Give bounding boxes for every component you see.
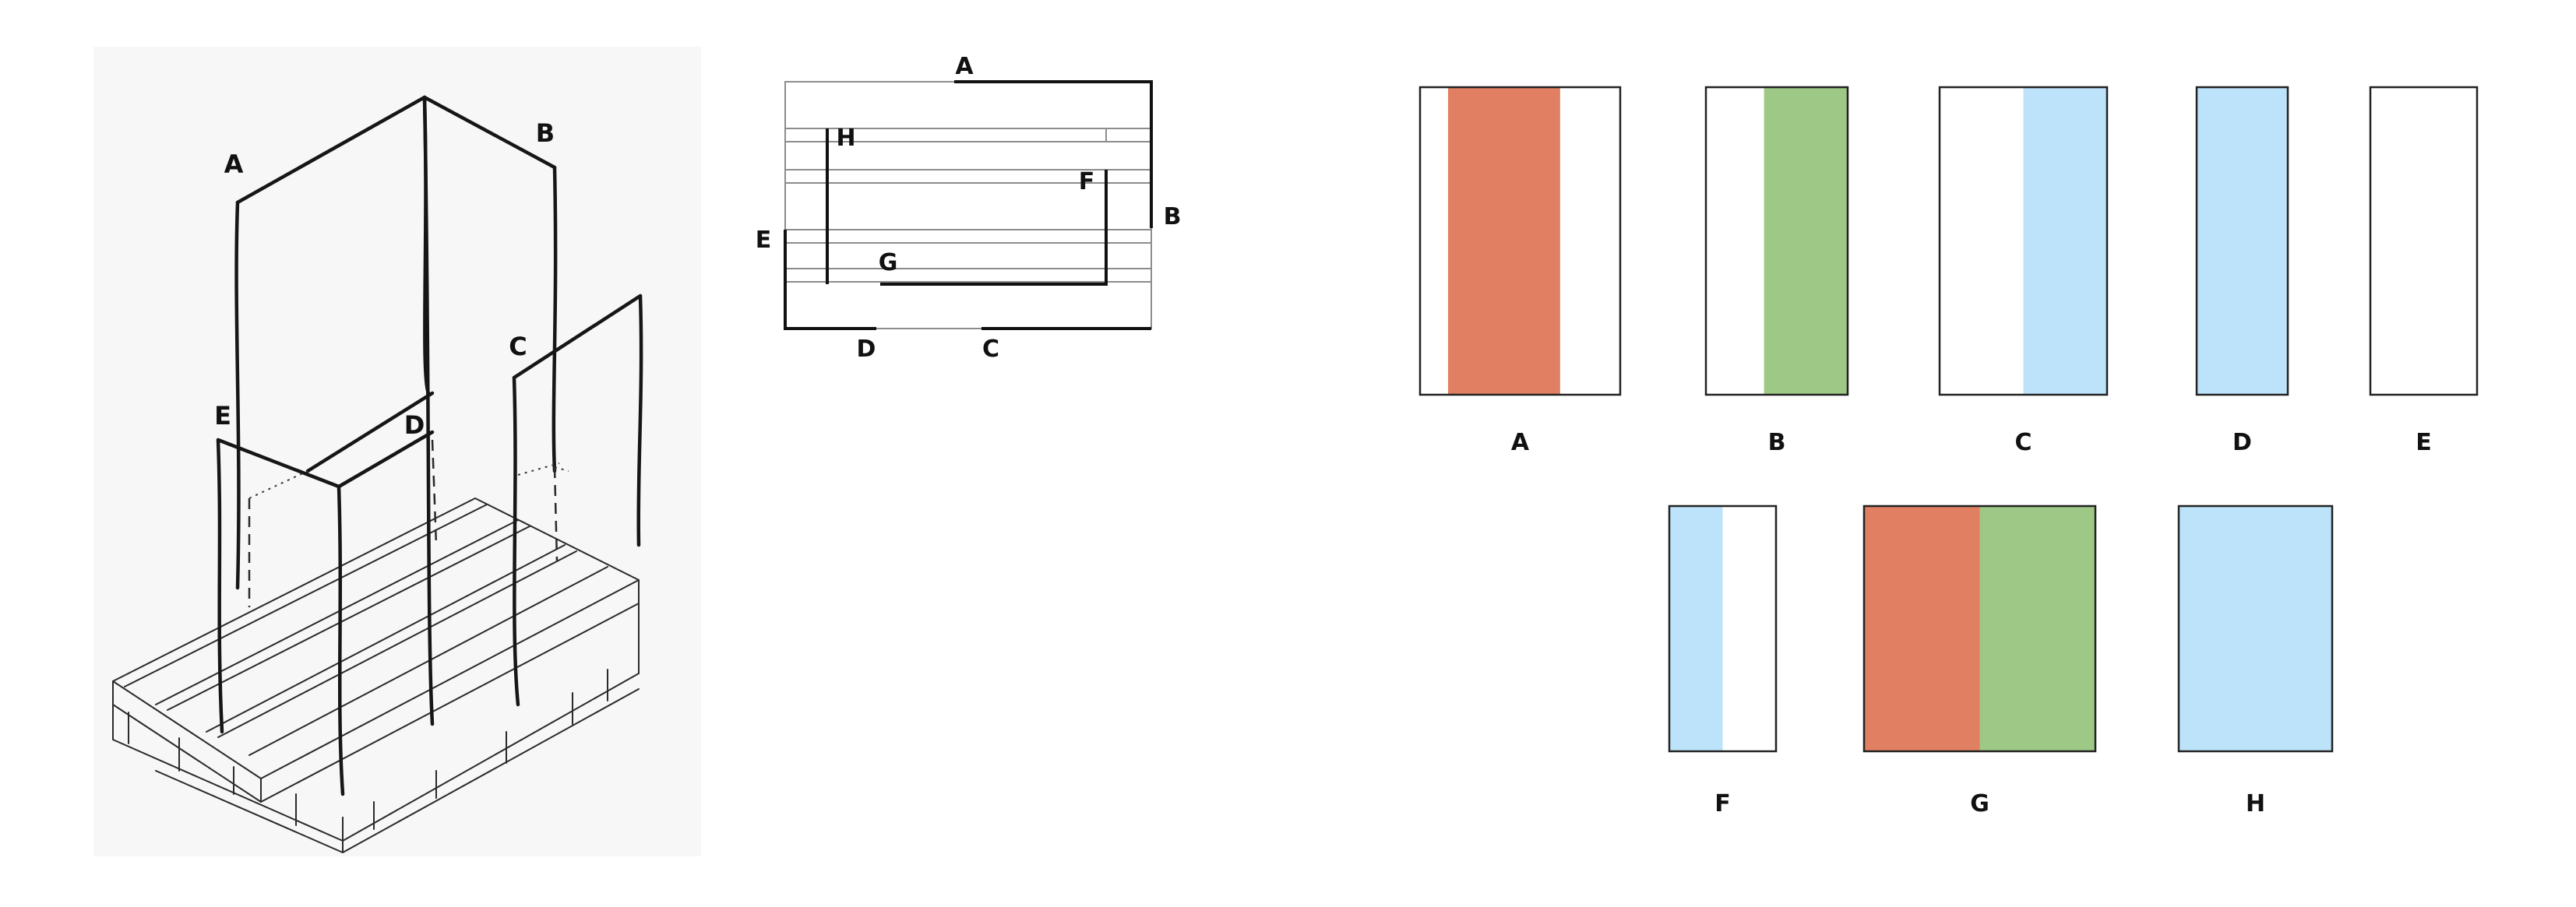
panel-f-frame <box>1668 504 1778 753</box>
plan-label-b: B <box>1164 203 1182 230</box>
panel-e: E <box>2369 86 2479 456</box>
plan-label-h: H <box>836 125 855 152</box>
panel-e-band-1 <box>2370 87 2477 395</box>
panel-f-label: F <box>1714 790 1731 817</box>
panel-d-label: D <box>2232 429 2252 456</box>
panel-b-band-2 <box>1764 87 1848 395</box>
sketch-label-a: A <box>224 149 244 179</box>
plan-label-d: D <box>857 336 876 363</box>
panel-c-frame <box>1938 86 2109 396</box>
panel-g: G <box>1862 504 2097 817</box>
panel-a-band-2 <box>1447 87 1560 395</box>
panel-g-frame <box>1862 504 2097 753</box>
plan-label-f: F <box>1079 168 1095 195</box>
panel-c: C <box>1938 86 2109 456</box>
pallet-drawing <box>112 497 640 853</box>
panel-c-band-1 <box>1940 87 2024 395</box>
sketch-label-d: D <box>404 410 425 440</box>
panel-h-band-1 <box>2179 506 2332 751</box>
panel-d-band-1 <box>2197 87 2288 395</box>
sketch-label-b: B <box>536 118 555 148</box>
panel-d-frame <box>2195 86 2289 396</box>
plan-panel-a <box>954 80 1153 228</box>
panel-a: A <box>1418 86 1622 456</box>
divider-panels-drawing <box>216 95 643 796</box>
panel-c-label: C <box>2014 429 2032 456</box>
panel-f-band-1 <box>1669 506 1723 751</box>
panel-a-label: A <box>1511 429 1530 456</box>
panel-a-band-3 <box>1559 87 1620 395</box>
sketch-label-c: C <box>509 332 527 361</box>
plan-label-c: C <box>982 336 999 363</box>
panel-h-label: H <box>2246 790 2265 817</box>
panel-f: F <box>1668 504 1778 817</box>
sketch-label-e: E <box>214 401 231 431</box>
panel-b: B <box>1704 86 1849 456</box>
panel-b-band-1 <box>1706 87 1764 395</box>
panel-g-band-1 <box>1864 506 1980 751</box>
plan-panel-e <box>784 230 876 330</box>
panel-h: H <box>2177 504 2334 817</box>
panel-c-band-2 <box>2023 87 2107 395</box>
panel-h-frame <box>2177 504 2334 753</box>
plan-view: A B C D E F G H <box>756 53 1182 363</box>
panel-color-key: A B C D E F G H <box>1418 86 2479 817</box>
plan-label-a: A <box>955 53 974 80</box>
isometric-sketch: A B C D E <box>93 47 701 856</box>
plan-label-e: E <box>756 227 772 254</box>
plan-outline <box>784 81 1152 329</box>
panel-g-band-2 <box>1979 506 2095 751</box>
panel-a-frame <box>1418 86 1622 396</box>
panel-e-label: E <box>2416 429 2432 456</box>
panel-g-label: G <box>1970 790 1989 817</box>
panel-b-label: B <box>1768 429 1786 456</box>
panel-f-band-2 <box>1722 506 1776 751</box>
panel-a-band-1 <box>1420 87 1448 395</box>
plan-panel-f <box>880 170 1108 286</box>
panel-b-frame <box>1704 86 1849 396</box>
plan-label-g: G <box>879 249 898 276</box>
panel-d: D <box>2195 86 2289 456</box>
panel-e-frame <box>2369 86 2479 396</box>
